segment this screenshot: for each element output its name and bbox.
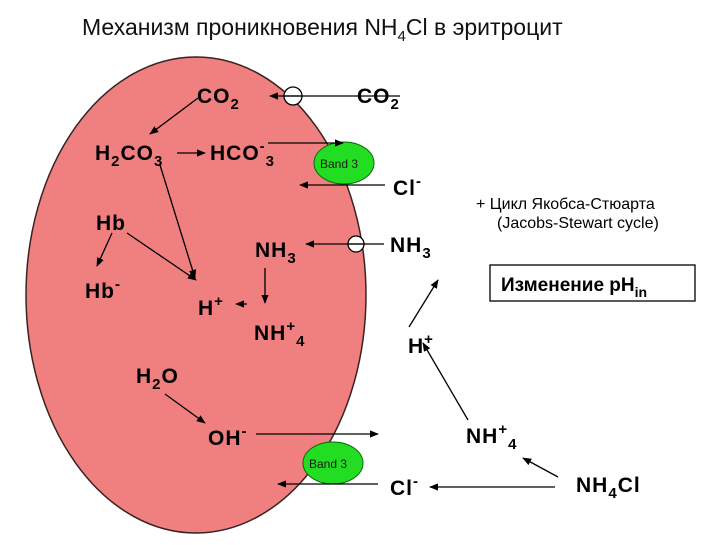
hb-minus-label: Hb- bbox=[85, 276, 121, 303]
band3-top bbox=[313, 141, 375, 185]
co2-outside-label: CO2 bbox=[357, 85, 400, 113]
hco3-label: HCO-3 bbox=[210, 138, 275, 170]
ph-change-label: Изменение pHin bbox=[501, 275, 647, 300]
band3-top-label: Band 3 bbox=[320, 157, 358, 171]
h2co3-label: H2CO3 bbox=[95, 142, 163, 170]
h-plus-outside-label: H+ bbox=[408, 331, 434, 358]
nh4-outside-label: NH+4 bbox=[466, 421, 517, 453]
cl-top-label: Cl- bbox=[393, 173, 422, 200]
cl-bottom-label: Cl- bbox=[390, 473, 419, 500]
reaction-arrows bbox=[96, 92, 559, 491]
co2-inside-label: CO2 bbox=[197, 85, 240, 113]
band3-bottom-label: Band 3 bbox=[309, 457, 347, 471]
h2o-label: H2O bbox=[136, 365, 179, 393]
nh3-outside-label: NH3 bbox=[390, 234, 432, 262]
jacobs-stewart-note-line2: (Jacobs-Stewart cycle) bbox=[497, 215, 659, 232]
page-title: Механизм проникновения NH4Cl в эритроцит bbox=[82, 14, 563, 45]
nh4-inside-label: NH+4 bbox=[254, 318, 305, 350]
oh-minus-label: OH- bbox=[208, 423, 248, 450]
nh3-inside-label: NH3 bbox=[255, 239, 297, 267]
erythrocyte-cell bbox=[25, 56, 367, 534]
hb-label: Hb bbox=[96, 212, 126, 235]
ph-change-box bbox=[489, 264, 696, 302]
jacobs-stewart-note-line1: + Цикл Якобса-Стюарта bbox=[476, 196, 655, 213]
nh4cl-label: NH4Cl bbox=[576, 474, 641, 502]
h-plus-inside-label: H+ bbox=[198, 293, 224, 320]
